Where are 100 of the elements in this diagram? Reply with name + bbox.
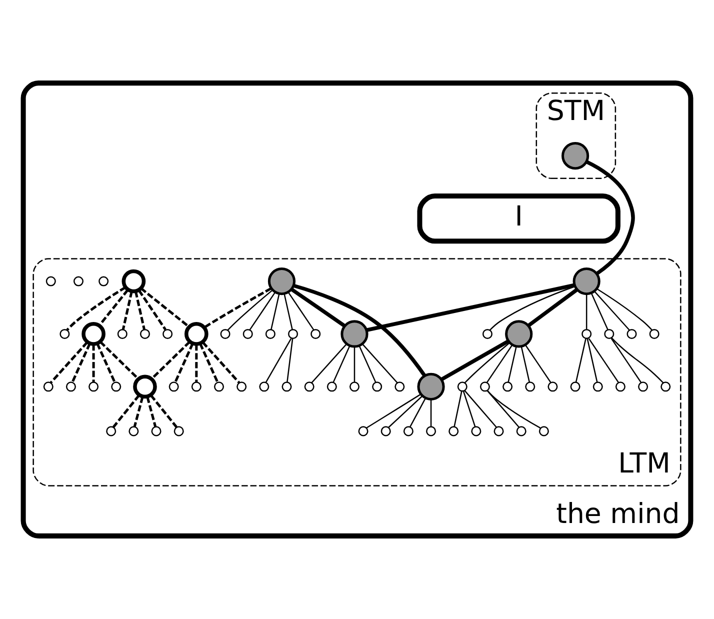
connector [409,398,426,428]
node-circle [457,382,468,392]
connector [440,340,510,382]
node-circle [403,426,414,436]
node-circle [570,382,580,392]
node-circle [372,382,382,392]
node-circle [184,322,208,346]
connector [133,396,144,427]
connector [575,338,586,382]
connector [66,286,126,331]
connector [150,340,191,380]
node-circle [525,382,536,392]
connector [590,292,608,330]
node-circle [349,382,360,392]
connector [174,343,194,383]
connector [586,338,598,382]
connector [362,344,398,384]
node-circle [505,320,533,348]
node-circle [471,426,482,436]
node-circle [128,426,139,436]
node-circle [60,328,70,339]
connector [358,346,376,382]
connector [464,342,510,384]
connector [524,344,552,383]
connector [486,344,513,383]
node-circle [304,382,314,392]
node-circle [562,142,590,170]
connector [50,341,88,384]
node-circle [548,382,558,392]
node-circle [538,426,549,436]
node-circle [174,426,184,436]
connector [354,346,356,382]
connector [464,390,497,428]
connector [92,344,95,382]
node-circle [46,276,56,286]
node-circle [236,382,247,392]
connector [588,338,620,383]
node-circle [480,382,490,392]
connector [71,343,91,383]
connector [586,160,635,276]
connector [249,292,276,330]
node-circle [268,267,296,296]
connector [430,399,432,427]
connector [527,288,578,328]
node-circle [448,426,459,436]
node-circle [592,382,603,392]
connector [138,290,166,330]
connector [204,287,272,329]
connector [122,291,133,330]
connector [586,294,588,330]
node-circle [582,328,592,339]
connector [288,292,314,330]
connector [98,289,129,326]
connector [294,284,426,377]
connector [486,390,520,428]
connector [96,343,116,383]
node-circle [106,426,116,436]
node-circle [111,382,122,392]
connector [290,288,346,328]
connector [112,394,140,428]
node-circle [98,276,109,286]
connector [227,290,273,330]
node-circle [326,382,337,392]
node-circle [358,426,368,436]
node-circle [162,328,173,339]
node-circle [516,426,526,436]
node-circle [417,372,445,400]
connector [596,288,652,330]
connector [611,337,664,384]
node-circle [220,328,230,339]
node-box: I [417,193,620,244]
node-circle [151,426,162,436]
node-circle [572,267,600,296]
node-circle [380,426,391,436]
node-circle [122,269,146,294]
connector [286,338,294,382]
connector [134,291,146,330]
connector [489,286,575,331]
connector [594,290,630,331]
node-circle [394,382,405,392]
node-circle [310,328,321,339]
node-circle [288,328,298,339]
connector [508,346,517,382]
cluster: LTM [32,258,682,486]
node-circle [265,328,276,339]
connector [610,338,642,383]
node-circle [340,320,368,348]
connector [99,340,140,380]
node-circle [638,382,648,392]
node-circle [502,382,513,392]
node-circle [615,382,626,392]
connector [146,396,157,427]
node-circle [168,382,179,392]
node-circle [482,328,492,339]
connector [520,346,530,382]
node-circle [191,382,202,392]
connector [195,344,198,382]
connector [366,394,421,429]
node-circle [43,382,54,392]
node-circle [660,382,671,392]
